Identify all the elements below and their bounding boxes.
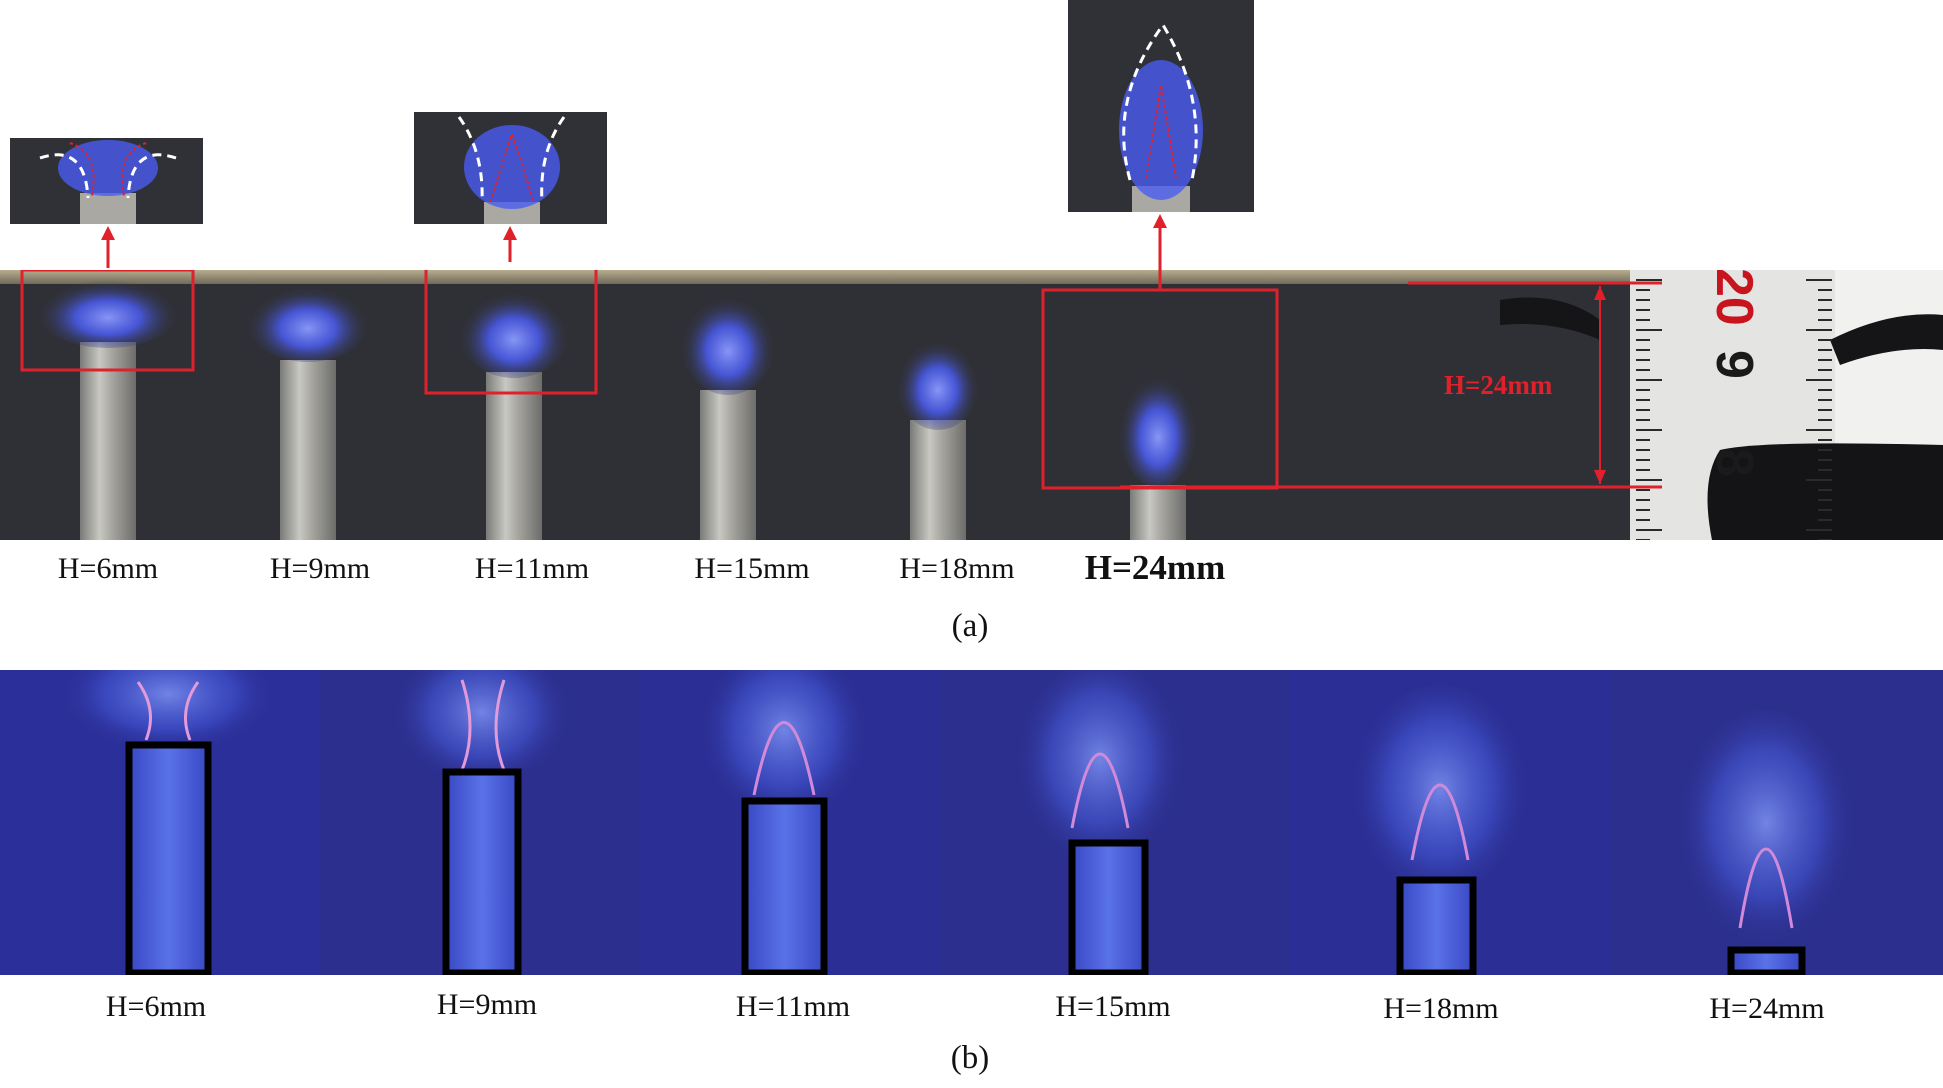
zoom-inset-h24-graphic	[1119, 22, 1203, 212]
ruler-number-9: 9	[1705, 350, 1763, 379]
photo-strip-graphic	[0, 270, 1943, 540]
label-a-h15: H=15mm	[694, 552, 810, 585]
label-a-h6: H=6mm	[57, 552, 159, 585]
caption-b: (b)	[950, 1040, 990, 1076]
caption-a: (a)	[951, 608, 989, 644]
measurement-annotation: H=24mm	[1444, 370, 1553, 400]
zoom-arrows	[101, 214, 1167, 290]
zoom-inset-h11-graphic	[457, 116, 566, 224]
label-b-h18: H=18mm	[1383, 992, 1499, 1025]
simulation-strip	[0, 670, 1943, 975]
label-a-h9: H=9mm	[269, 552, 371, 585]
label-b-h6: H=6mm	[105, 990, 207, 1023]
photo-strip: H=24mm 20 9 8	[0, 270, 1943, 540]
label-b-h24: H=24mm	[1709, 992, 1825, 1025]
ruler-number-8: 8	[1705, 448, 1763, 477]
zoom-inset-h24	[1068, 0, 1254, 212]
zoom-inset-h6	[10, 138, 203, 224]
simulation-graphic	[0, 670, 1856, 975]
label-a-h24: H=24mm	[1084, 548, 1226, 587]
label-a-h18: H=18mm	[899, 552, 1015, 585]
zoom-inset-h11	[414, 112, 607, 224]
zoom-inset-h6-graphic	[39, 140, 177, 224]
label-b-h11: H=11mm	[735, 990, 851, 1023]
label-b-h9: H=9mm	[436, 988, 538, 1021]
label-b-h15: H=15mm	[1055, 990, 1171, 1023]
label-a-h11: H=11mm	[474, 552, 590, 585]
